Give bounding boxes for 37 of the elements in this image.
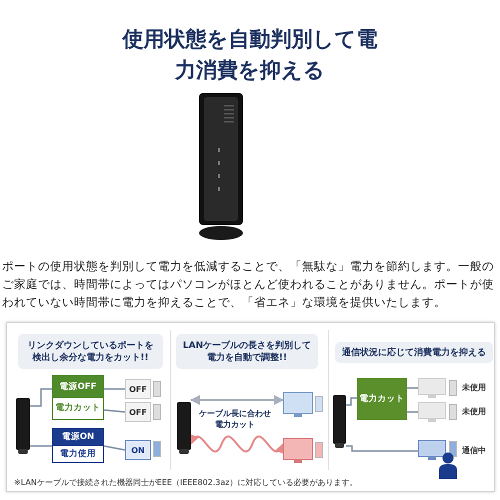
heading-box: リンクダウンしているポートを検出し余分な電力をカット!! [18,334,163,369]
router-icon [16,398,30,454]
cable-line [346,445,418,452]
status-text: 電力使用 [59,448,97,461]
cable-line [30,445,52,447]
power-cut-box: 電力カット [357,378,407,420]
status-label: 未使用 [462,382,486,393]
cable-arrow [190,434,284,454]
cable-line [407,387,418,389]
cable-line [346,397,357,406]
router-icon [177,402,191,454]
monitor-screen: OFF [125,379,151,399]
monitor-icon [418,378,446,399]
monitor-icon [283,438,313,464]
cable-line [104,409,126,413]
monitor-icon [418,440,446,461]
description-text: ポートの使用状態を判別して電力を低減することで、「無駄な」電力を節約します。一般のご家庭では、時間帯によってはパソコンがほとんど使われることがありません。ポートが使われていない時間帯に電力を抑えることで、「省エネ」な環境を提供いたします。 [2,258,495,311]
monitor-icon [418,402,446,423]
cable-note: ケーブル長に合わせ電力カット [198,408,272,430]
heading-box: LANケーブルの長さを判別して電力を自動で調整!! [176,334,318,369]
cable-line [407,411,418,413]
cable-arrow [190,395,284,405]
status-heading: 電源OFF [53,376,103,398]
cable-line [30,388,52,407]
title: 使用状態を自動判別して電力消費を抑える [121,26,378,84]
monitor-screen: ON [125,440,151,460]
status-label: 未使用 [462,406,486,417]
monitor-screen: OFF [125,402,151,422]
footnote: ※LANケーブルで接続された機器同士がEEE（IEEE802.3az）に対応している必要があります。 [14,478,358,488]
status-label: 通信中 [462,445,486,456]
cable-line [104,445,126,451]
status-text: 電力カット [54,402,102,416]
monitor-icon [283,392,313,418]
router-icon [333,395,346,448]
heading-box: 通信状況に応じて消費電力を抑える [335,342,493,363]
cable-line [104,388,125,390]
status-heading: 電源ON [53,429,103,446]
